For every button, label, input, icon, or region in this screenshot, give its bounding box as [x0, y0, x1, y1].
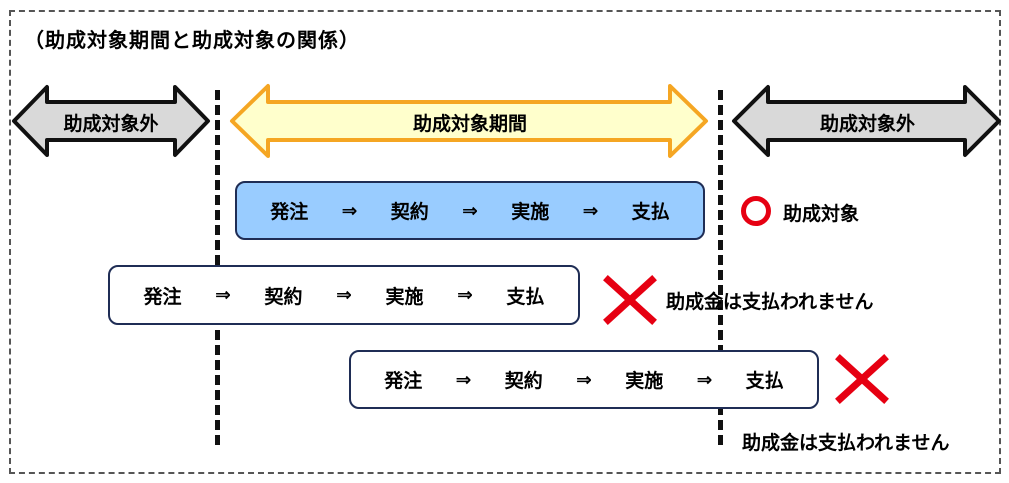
flow-arrow: ⇒ [341, 199, 358, 222]
result-text-not-paid: 助成金は支払われません [666, 291, 874, 313]
subsidy-period-arrow [230, 84, 708, 158]
result-text-eligible: 助成対象 [783, 203, 860, 225]
right-arrow-label: 助成対象外 [819, 113, 915, 135]
flow-step-payment: 支払 [506, 285, 545, 308]
flow-step-contract: 契約 [504, 370, 543, 392]
flow-box-early-start: 発注 ⇒ 契約 ⇒ 実施 ⇒ 支払 [108, 265, 580, 325]
result-text-not-paid: 助成金は支払われません [742, 432, 950, 454]
flow-step-order: 発注 [384, 370, 423, 392]
flow-arrow: ⇒ [582, 199, 599, 222]
flow-step-contract: 契約 [264, 285, 303, 308]
flow-step-payment: 支払 [631, 201, 670, 223]
flow-arrow: ⇒ [336, 284, 352, 306]
circle-icon [741, 196, 771, 226]
flow-step-order: 発注 [270, 201, 309, 223]
diagram-frame [9, 10, 1001, 474]
period-end-dashed-line [718, 90, 723, 445]
flow-step-order: 発注 [143, 285, 182, 308]
flow-step-implementation: 実施 [385, 285, 424, 308]
left-out-of-scope-arrow [12, 85, 210, 157]
flow-step-implementation: 実施 [625, 370, 664, 392]
flow-arrow: ⇒ [576, 368, 592, 391]
flow-arrow: ⇒ [215, 284, 231, 306]
flow-box-late-end: 発注 ⇒ 契約 ⇒ 実施 ⇒ 支払 [349, 350, 819, 409]
flow-arrow: ⇒ [462, 199, 478, 222]
flow-arrow: ⇒ [696, 368, 713, 391]
cross-icon [835, 354, 889, 404]
flow-step-contract: 契約 [390, 201, 429, 223]
center-arrow-label: 助成対象期間 [412, 113, 527, 135]
diagram-title: （助成対象期間と助成対象の関係） [24, 28, 360, 52]
cross-icon [603, 275, 657, 325]
flow-box-in-period: 発注 ⇒ 契約 ⇒ 実施 ⇒ 支払 [235, 181, 705, 240]
flow-arrow: ⇒ [456, 284, 473, 306]
flow-step-implementation: 実施 [511, 201, 550, 223]
flow-step-payment: 支払 [745, 370, 784, 392]
left-arrow-label: 助成対象外 [63, 113, 159, 135]
flow-arrow: ⇒ [455, 368, 472, 391]
right-out-of-scope-arrow [732, 85, 1001, 157]
